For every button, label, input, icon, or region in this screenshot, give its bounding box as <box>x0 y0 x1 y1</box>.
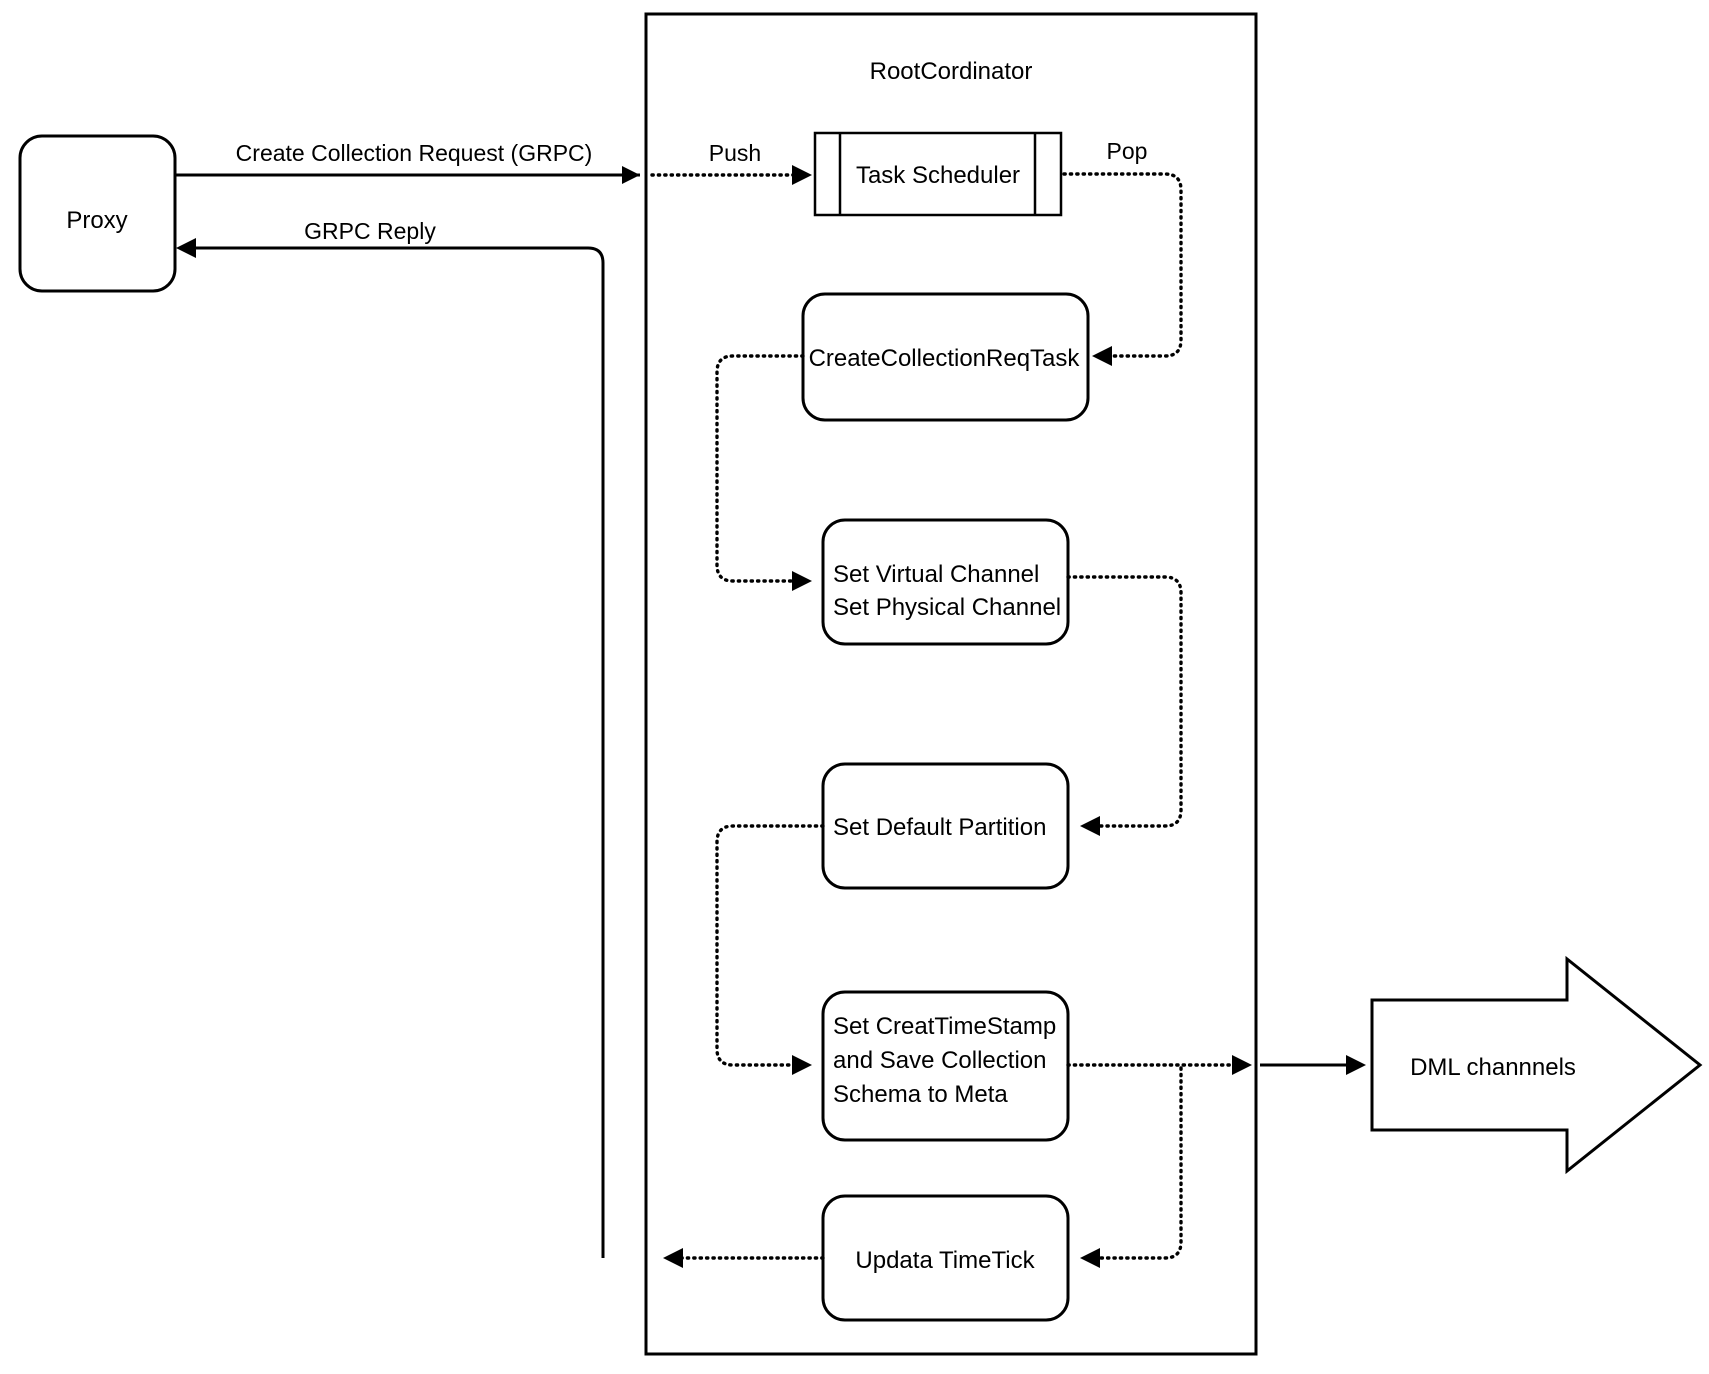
node-set-creat-timestamp-label-line3: Schema to Meta <box>833 1081 1008 1108</box>
edge-push: Push <box>650 140 812 185</box>
node-proxy-label: Proxy <box>66 207 127 234</box>
node-dml-channels[interactable]: DML channnels <box>1370 955 1703 1175</box>
node-set-creat-timestamp-label-line1: Set CreatTimeStamp <box>833 1013 1056 1040</box>
node-create-collection-req-task[interactable]: CreateCollectionReqTask <box>801 292 1090 422</box>
node-updata-timetick[interactable]: Updata TimeTick <box>821 1194 1070 1322</box>
node-set-creat-timestamp-label-line2: and Save Collection <box>833 1047 1046 1074</box>
node-create-collection-req-task-label: CreateCollectionReqTask <box>809 345 1081 372</box>
edge-grpc-reply: GRPC Reply <box>176 218 825 1268</box>
edge-pop: Pop <box>1062 138 1183 366</box>
edge-set-channels-to-default-partition <box>1066 575 1183 836</box>
edge-timestamp-to-updata-timetick <box>1080 1066 1183 1268</box>
edge-push-label: Push <box>709 140 761 166</box>
node-task-scheduler-label: Task Scheduler <box>856 162 1020 189</box>
node-set-creat-timestamp[interactable]: Set CreatTimeStamp and Save Collection S… <box>821 990 1070 1142</box>
node-set-channels[interactable]: Set Virtual Channel Set Physical Channel <box>821 518 1070 646</box>
node-set-channels-label-line1: Set Virtual Channel <box>833 561 1039 588</box>
rootcordinator-label: RootCordinator <box>870 58 1033 85</box>
node-task-scheduler[interactable]: Task Scheduler <box>813 131 1063 217</box>
edge-pop-label: Pop <box>1107 138 1148 164</box>
edge-task-to-set-channels <box>715 354 812 591</box>
edge-timestamp-to-dml-channels <box>1066 1055 1366 1075</box>
edge-default-partition-to-timestamp <box>715 824 825 1075</box>
node-dml-channels-label: DML channnels <box>1410 1054 1576 1081</box>
node-set-default-partition[interactable]: Set Default Partition <box>821 762 1070 890</box>
node-updata-timetick-label: Updata TimeTick <box>855 1247 1035 1274</box>
node-proxy[interactable]: Proxy <box>18 134 177 293</box>
edge-create-collection-request-label: Create Collection Request (GRPC) <box>236 140 593 166</box>
edge-create-collection-request: Create Collection Request (GRPC) <box>176 140 640 184</box>
node-set-channels-label-line2: Set Physical Channel <box>833 594 1061 621</box>
node-set-default-partition-label: Set Default Partition <box>833 814 1046 841</box>
edge-grpc-reply-label: GRPC Reply <box>304 218 436 244</box>
